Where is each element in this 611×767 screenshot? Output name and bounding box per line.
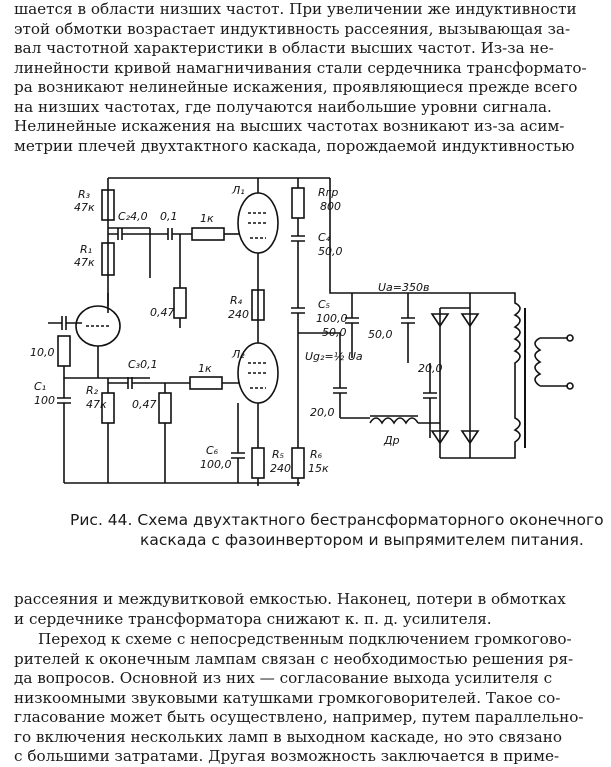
- label-c6-val: 100,0: [200, 458, 232, 471]
- label-dr: Др: [383, 434, 400, 447]
- label-r3-val: 47к: [74, 201, 95, 214]
- label-c-01-top: 0,1: [160, 210, 178, 223]
- resistor-r5: [251, 447, 265, 479]
- label-c1-val: 100: [34, 394, 55, 407]
- label-r5-val: 240: [270, 462, 291, 475]
- diode: [430, 313, 450, 328]
- text-line: низкоомными звуковыми катушками громкого…: [14, 688, 561, 707]
- label-r2-val: 47к: [86, 398, 107, 411]
- diode: [430, 430, 450, 445]
- label-ug2: Ug₂=½ Uа: [305, 350, 363, 363]
- label-r3: R₃: [78, 188, 91, 201]
- label-r-10: 10,0: [30, 346, 55, 359]
- resistor-rgr: [291, 187, 305, 219]
- label-c5-val2: 50,0: [322, 326, 347, 339]
- text-line: го включения нескольких ламп в выходном …: [14, 727, 562, 746]
- label-rgr-val: 800: [320, 200, 341, 213]
- label-c2: C₂4,0: [118, 210, 148, 223]
- label-r4: R₄: [230, 294, 243, 307]
- text-line: вал частотной характеристики в области в…: [14, 39, 554, 57]
- label-r1-val: 47к: [74, 256, 95, 269]
- label-c-200-b: 20,0: [418, 362, 443, 375]
- resistor-047-mid: [173, 287, 187, 319]
- label-r6: R₆: [310, 448, 323, 461]
- label-c4: C₄: [318, 231, 331, 244]
- body-text-top: шается в области низших частот. При увел…: [14, 0, 602, 156]
- label-ua: Uа=350в: [378, 281, 430, 294]
- text-line: гласование может быть осуществлено, напр…: [14, 708, 584, 726]
- label-r5: R₅: [272, 448, 284, 461]
- label-r1: R₁: [80, 243, 92, 256]
- label-r6-val: 15к: [308, 462, 329, 475]
- body-text-bottom-2: Переход к схеме с непосредственным подкл…: [14, 630, 602, 767]
- transformer-primary: [534, 337, 568, 387]
- caption-line: каскада с фазоинвертором и выпрямителем …: [140, 531, 584, 549]
- label-rgr: Rгр: [318, 186, 338, 199]
- resistor-10: [57, 335, 71, 367]
- label-c1: C₁: [34, 380, 46, 393]
- choke-dr: [369, 417, 419, 425]
- resistor-047-low: [158, 392, 172, 424]
- text-line: ра возникают нелинейные искажения, прояв…: [14, 78, 578, 96]
- label-l1: Л₁: [231, 184, 245, 197]
- label-047-low: 0,47: [132, 398, 157, 411]
- resistor-1k-low: [189, 376, 223, 390]
- text-line: рителей к оконечным лампам связан с необ…: [14, 649, 574, 668]
- circuit-schematic: R₃ 47к C₂4,0 0,1 1к Л₁ Rгр 800 R₁ 47к C₄…: [30, 177, 574, 486]
- resistor-r4: [251, 289, 265, 321]
- label-c6: C₆: [206, 444, 219, 457]
- resistor-r3: [101, 189, 115, 221]
- text-line: Переход к схеме с непосредственным подкл…: [38, 630, 572, 648]
- label-c-200-a: 20,0: [310, 406, 335, 419]
- text-line: да вопросов. Основной из них — согласова…: [14, 669, 553, 687]
- label-r2: R₂: [86, 384, 99, 397]
- caption-line: Рис. 44. Схема двухтактного бестрансформ…: [70, 511, 604, 529]
- text-line: на низших частотах, где получаются наибо…: [14, 97, 552, 116]
- label-1k-low: 1к: [198, 362, 212, 375]
- text-line: линейности кривой намагничивания стали с…: [14, 58, 587, 77]
- label-c3: C₃0,1: [128, 358, 158, 371]
- diode: [460, 313, 480, 328]
- text-line: шается в области низших частот. При увел…: [14, 0, 577, 18]
- transformer-secondary: [470, 292, 521, 459]
- text-line: метрии плечей двухтактного каскада, поро…: [14, 136, 575, 155]
- diode: [460, 430, 480, 445]
- label-l2: Л₂: [231, 348, 245, 361]
- label-c5: C₅: [318, 298, 330, 311]
- resistor-1k-top: [191, 227, 225, 241]
- text-line: рассеяния и междувитковой емкостью. Нако…: [14, 590, 566, 608]
- resistor-r1: [101, 242, 115, 276]
- figure-caption: Рис. 44. Схема двухтактного бестрансформ…: [70, 510, 604, 550]
- label-047-mid: 0,47: [150, 306, 175, 319]
- label-c-500: 50,0: [368, 328, 393, 341]
- body-text-bottom-1: рассеяния и междувитковой емкостью. Нако…: [14, 590, 602, 629]
- label-r4-val: 240: [228, 308, 249, 321]
- text-line: Нелинейные искажения на высших частотах …: [14, 117, 565, 135]
- text-line: и сердечнике трансформатора снижают к. п…: [14, 609, 492, 628]
- label-c5-val1: 100,0: [316, 312, 348, 325]
- label-1k-top: 1к: [200, 212, 214, 225]
- resistor-r6: [291, 447, 305, 479]
- label-c4-val: 50,0: [318, 245, 343, 258]
- text-line: этой обмотки возрастает индуктивность ра…: [14, 19, 571, 38]
